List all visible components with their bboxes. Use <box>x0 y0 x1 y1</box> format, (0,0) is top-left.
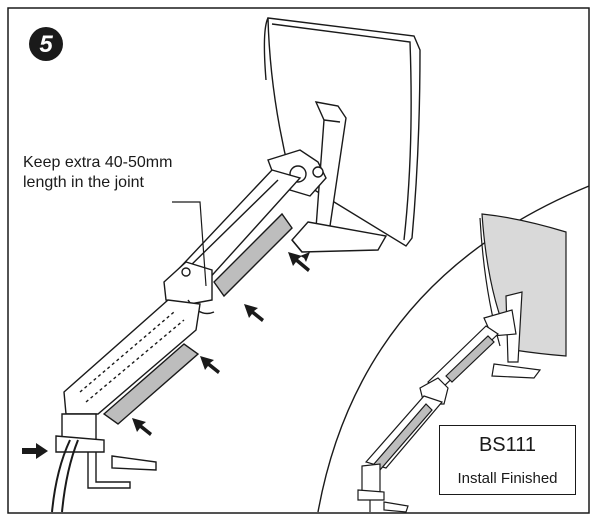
step-number: 5 <box>39 31 53 58</box>
arrow-icon <box>22 252 310 459</box>
main-monitor <box>263 17 421 253</box>
frame-border <box>7 7 590 514</box>
main-arm-assembly <box>51 149 327 513</box>
arrow-icon <box>288 252 310 272</box>
arrow-icon <box>200 356 220 374</box>
arrow-icon <box>22 443 48 459</box>
arrow-icon <box>292 252 310 270</box>
step-5-badge-icon: 5 <box>29 27 63 61</box>
model-name: BS111 <box>478 434 537 456</box>
cable-slack-callout: Keep extra 40-50mm length in the joint <box>23 153 172 193</box>
lower-cable-cover <box>102 343 200 425</box>
finished-inset <box>317 185 590 513</box>
callout-line-2: length in the joint <box>23 174 144 191</box>
install-status: Install Finished <box>457 470 558 487</box>
callout-line-1: Keep extra 40-50mm <box>23 154 173 171</box>
model-label-box: BS111 Install Finished <box>439 425 576 495</box>
arrow-icon <box>244 304 264 322</box>
callout-leader-line <box>172 201 207 287</box>
arrow-icon <box>132 418 152 436</box>
upper-cable-cover <box>213 212 293 298</box>
inset-arc <box>317 185 590 513</box>
